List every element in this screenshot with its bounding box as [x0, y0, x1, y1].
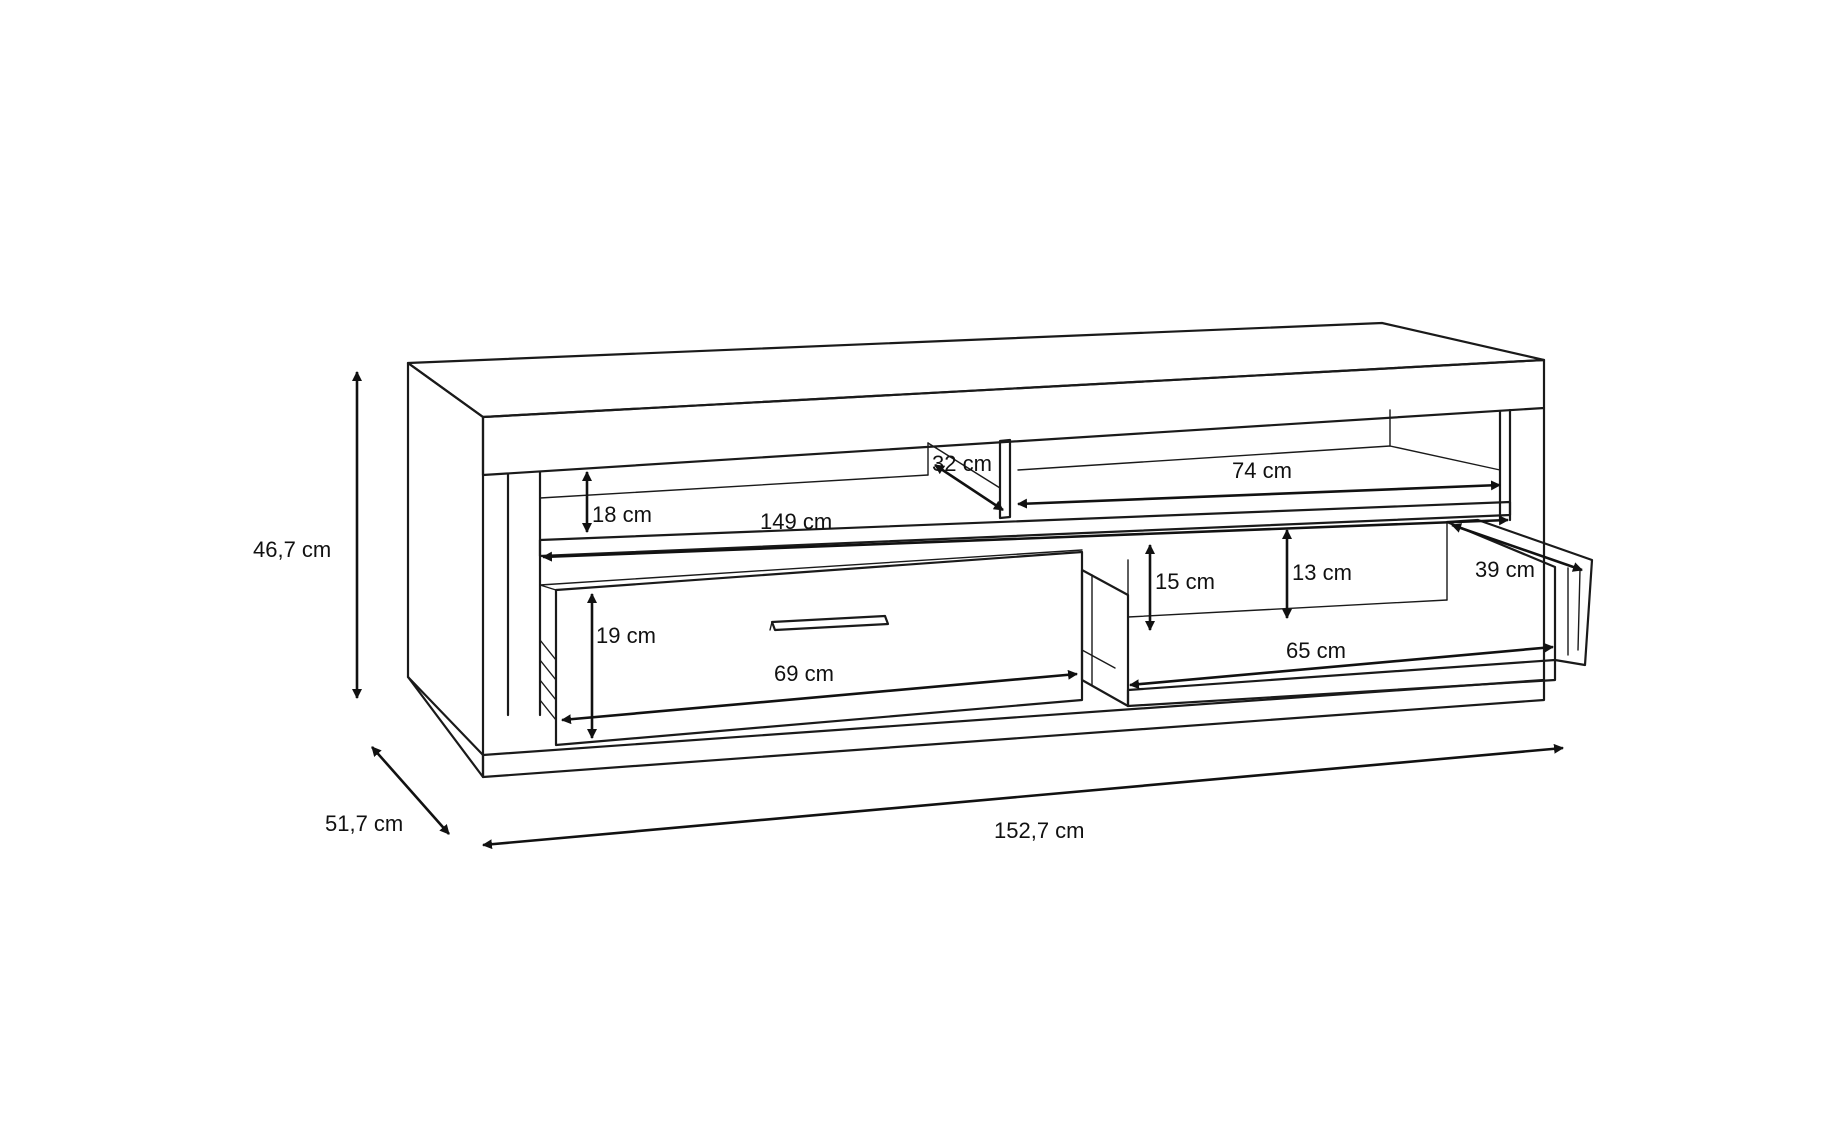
- right-left-door: [1080, 568, 1130, 708]
- right-inner-height-label: 13 cm: [1292, 560, 1352, 585]
- middle-shelf: [538, 500, 1512, 558]
- divider-depth-arrow: [934, 463, 1004, 512]
- right-compartment-width-label: 65 cm: [1286, 638, 1346, 663]
- shelf-width-arrow: [542, 515, 1509, 562]
- right-compartment-height-label: 15 cm: [1155, 569, 1215, 594]
- depth-arrow: [371, 746, 450, 835]
- divider-depth-label: 32 cm: [932, 451, 992, 476]
- width-arrow: [482, 743, 1564, 850]
- overall-depth-label: 51,7 cm: [325, 811, 403, 836]
- cabinet-drawing: [406, 321, 1594, 779]
- flap-depth-label: 39 cm: [1475, 557, 1535, 582]
- dimension-labels: 46,7 cm 51,7 cm 152,7 cm 18 cm 149 cm 32…: [253, 451, 1535, 843]
- overall-height-label: 46,7 cm: [253, 537, 331, 562]
- shelf-height-label: 18 cm: [592, 502, 652, 527]
- left-drawer-front: [554, 550, 1084, 747]
- left-drawer-width-arrow: [561, 669, 1078, 725]
- shelf-divider: [998, 438, 1012, 520]
- shelf-width-label: 149 cm: [760, 509, 832, 534]
- compartment-width-label: 74 cm: [1232, 458, 1292, 483]
- left-drawer-height-label: 19 cm: [596, 623, 656, 648]
- dimension-lines: [352, 371, 1583, 850]
- cabinet-plinth: [481, 678, 1546, 779]
- right-compartment-width-arrow: [1129, 642, 1554, 690]
- flap-depth-arrow: [1451, 523, 1583, 572]
- right-drop-flap: [1445, 518, 1594, 667]
- left-drawer-width-label: 69 cm: [774, 661, 834, 686]
- overall-width-label: 152,7 cm: [994, 818, 1085, 843]
- drawer-handle-icon: [770, 614, 890, 632]
- compartment-width-arrow: [1017, 480, 1501, 509]
- cabinet-top-front-edge: [481, 358, 1546, 477]
